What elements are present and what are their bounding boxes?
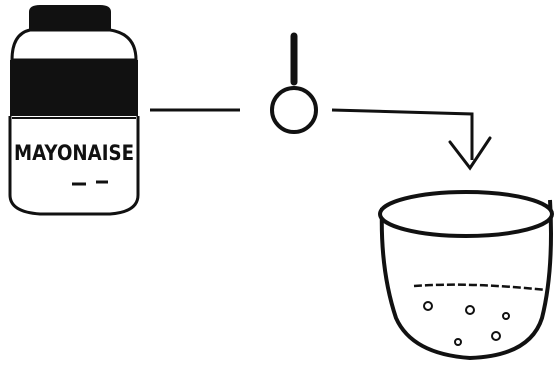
jar-label: MAYONAISE [14,141,134,165]
bowl-with-liquid-icon [380,192,552,358]
mayonnaise-jar-icon: MAYONAISE [10,6,138,214]
measuring-spoon-icon [272,36,316,132]
jar-body [10,116,138,214]
jar-lid [30,6,110,30]
arrow-down-icon [450,138,490,168]
jar-dark-band [10,60,138,116]
bowl-rim [380,192,552,236]
connector-spoon-to-bowl [332,110,472,160]
spoon-bowl [272,88,316,132]
jar-shoulder [12,30,136,60]
